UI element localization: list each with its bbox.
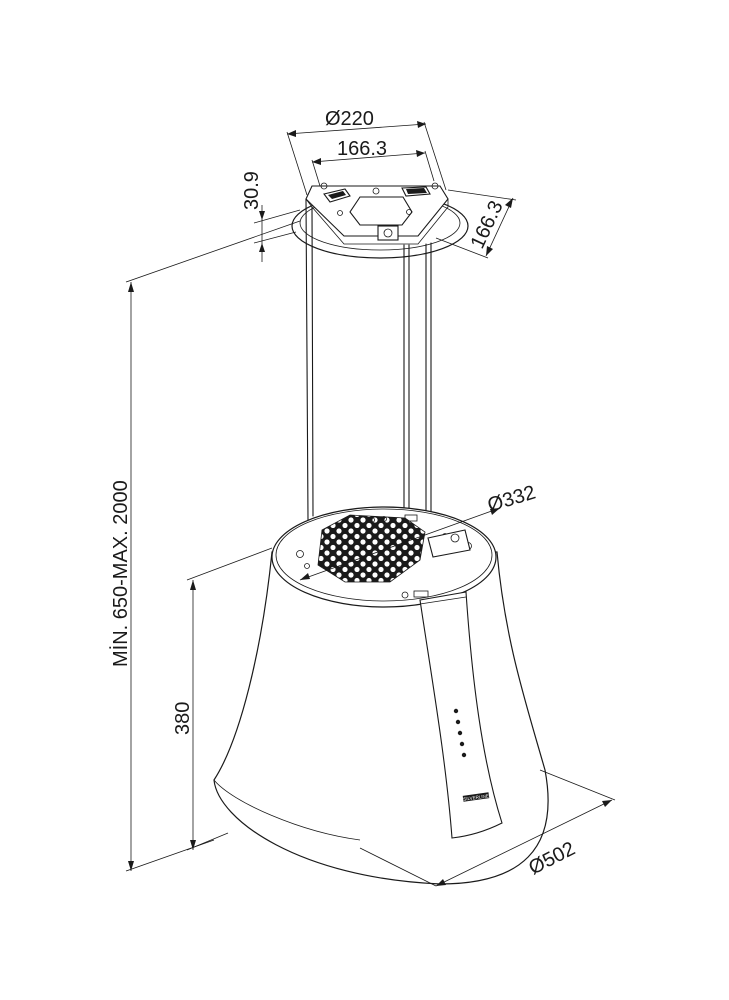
dimension-arrow-icon xyxy=(436,879,446,886)
control-button-icon xyxy=(455,719,461,725)
dimension-arrow-icon xyxy=(259,243,265,252)
dim-top-plate-depth: 166.3 xyxy=(467,197,508,252)
dimension-arrow-icon xyxy=(312,158,321,165)
control-button-icon xyxy=(461,752,467,758)
dimension-arrow-icon xyxy=(128,861,134,871)
dimension-arrow-icon xyxy=(190,580,196,590)
brand-plate xyxy=(462,792,490,802)
mount-socket xyxy=(377,225,399,241)
dimension-arrow-icon xyxy=(416,150,425,157)
dimension-arrow-icon xyxy=(287,130,296,137)
dim-hood-height: 380 xyxy=(172,702,194,735)
dimension-arrow-icon xyxy=(190,840,196,850)
ceiling-mount xyxy=(291,182,469,259)
dimension-arrow-icon xyxy=(505,198,513,208)
dim-top-surface-diameter: Ø332 xyxy=(485,481,538,516)
dimension-arrow-icon xyxy=(259,211,265,220)
dimension-arrow-icon xyxy=(417,121,426,128)
dim-collar-height: 30.9 xyxy=(241,171,263,210)
dim-suspension-range: MİN. 650-MAX. 2000 xyxy=(109,480,132,667)
dimension-arrow-icon xyxy=(486,246,493,256)
brand-label: SILVERLINE xyxy=(463,793,489,802)
control-panel xyxy=(419,591,503,839)
dimension-lines: Ø220 166.3 166.3 30.9 MİN. 650-MAX. 2000 xyxy=(109,108,616,887)
hood-body: SILVERLINE xyxy=(213,506,549,885)
mount-hexagon xyxy=(349,196,413,226)
electronics-box xyxy=(427,529,471,558)
dimension-arrow-icon xyxy=(490,508,500,515)
dimension-arrow-icon xyxy=(300,573,310,580)
dim-top-collar-diameter: Ø220 xyxy=(325,108,374,130)
control-button-icon xyxy=(459,741,465,747)
dimension-arrow-icon xyxy=(128,282,134,292)
control-button-icon xyxy=(457,730,463,736)
dim-top-plate-width: 166.3 xyxy=(337,138,387,160)
control-button-icon xyxy=(453,708,459,714)
dimension-arrow-icon xyxy=(602,800,612,807)
